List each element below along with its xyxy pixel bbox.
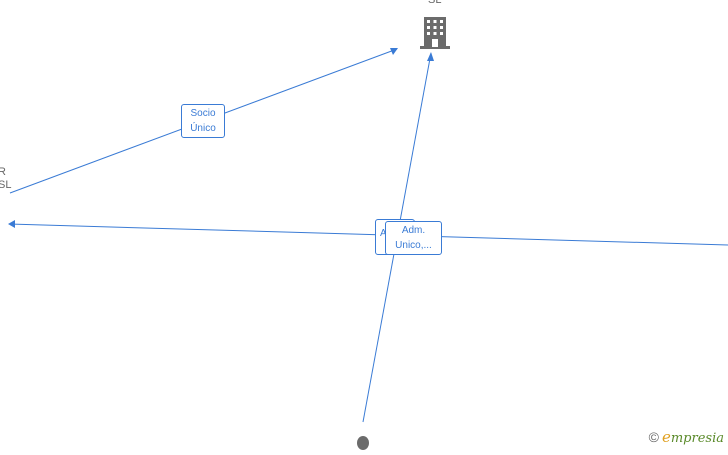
left-node-label[interactable]: R SL [0,166,11,192]
edge-arrowhead [390,48,398,55]
edge-label-line: Único [190,123,216,134]
brand-name: empresia [662,428,724,446]
edge-arrowhead [427,52,434,61]
brand-first-letter: e [661,428,671,446]
edge-label-line: Socio [190,108,216,119]
edge-arrowhead [8,220,15,228]
empresia-watermark[interactable]: © empresia [649,428,724,446]
copyright-icon: © [648,429,659,445]
edge-label-adm-unico[interactable]: Adm. Unico,... [385,221,442,255]
edge-label-line: Adm. [401,225,426,236]
company-top-label[interactable]: SL [428,0,442,6]
left-node-label-line2: SL [0,179,12,191]
person-icon[interactable] [355,434,371,455]
left-node-label-line1: R [0,166,6,178]
edge-label-line: Unico,... [395,240,432,251]
edge-right-to-left [8,223,728,246]
brand-rest: mpresia [670,431,724,446]
building-icon[interactable] [418,15,452,54]
edge-label-socio-unico[interactable]: Socio Único [181,104,225,138]
edge-label-line: A [380,228,387,239]
